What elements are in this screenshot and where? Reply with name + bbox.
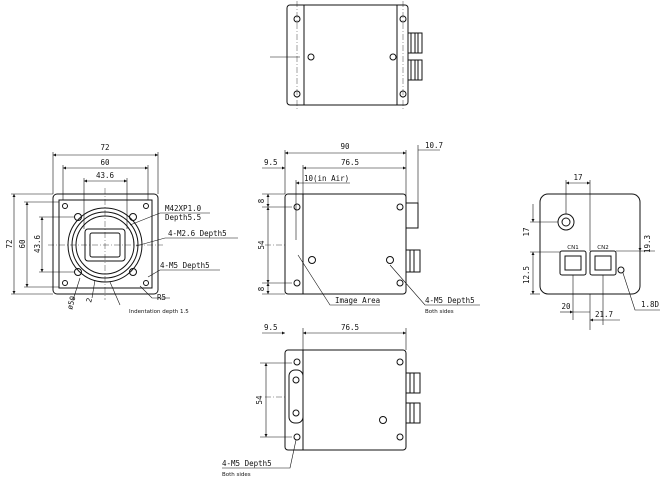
m2-6-hole bbox=[129, 213, 137, 221]
side-screw-hole bbox=[396, 203, 404, 211]
bottom-screw-hole bbox=[293, 433, 301, 441]
side-screw-hole bbox=[308, 256, 316, 264]
bottom-labels: 9.5 76.5 54 4-M5 Depth5 Both sides bbox=[222, 323, 359, 478]
dim-bottom-76-5: 76.5 bbox=[341, 323, 359, 332]
dim-two: 2 bbox=[84, 297, 94, 304]
dim-side-8-top: 8 bbox=[257, 198, 266, 203]
dim-front-width-60: 60 bbox=[100, 158, 110, 167]
label-bottom-m5: 4-M5 Depth5 bbox=[222, 459, 272, 468]
ground-pin bbox=[617, 266, 625, 274]
dim-front-width-72: 72 bbox=[100, 143, 109, 152]
side-body bbox=[284, 193, 407, 295]
dim-side-54: 54 bbox=[257, 240, 266, 250]
dim-bottom-54: 54 bbox=[255, 395, 264, 405]
label-cn1: CN1 bbox=[567, 245, 578, 251]
dim-side-90: 90 bbox=[340, 142, 350, 151]
rear-dimensions bbox=[530, 180, 660, 330]
side-connector bbox=[405, 249, 421, 273]
front-flange bbox=[58, 199, 153, 289]
side-screw-hole bbox=[396, 279, 404, 287]
dim-rear-19-3: 19.3 bbox=[643, 235, 652, 253]
dim-rear-17-side: 17 bbox=[522, 227, 531, 236]
side-screw-hole bbox=[293, 203, 301, 211]
front-body bbox=[52, 193, 159, 295]
dim-front-height-43-6: 43.6 bbox=[33, 234, 42, 253]
dim-bottom-9-5: 9.5 bbox=[264, 323, 278, 332]
dim-diameter-50: ø50 bbox=[65, 295, 77, 311]
bottom-screw-hole bbox=[293, 358, 301, 366]
label-image-area: Image Area bbox=[335, 296, 380, 305]
label-mount-depth: Depth5.5 bbox=[165, 213, 201, 222]
dim-radius-5: R5 bbox=[157, 293, 166, 302]
top-screw-hole bbox=[389, 53, 397, 61]
cn2-pins bbox=[594, 255, 612, 271]
top-body bbox=[286, 4, 409, 106]
label-mount-thread: M42XP1.0 bbox=[165, 204, 202, 213]
m2-6-hole bbox=[129, 268, 137, 276]
bottom-screw-hole bbox=[292, 409, 300, 417]
cn1-connector bbox=[559, 250, 587, 276]
label-cn2: CN2 bbox=[597, 245, 608, 251]
m5-hole bbox=[143, 280, 149, 286]
dim-rear-12-5: 12.5 bbox=[522, 266, 531, 284]
front-labels: 72 60 43.6 72 60 43.6 M42XP1.0 Depth5.5 … bbox=[5, 143, 227, 315]
bottom-dimensions bbox=[222, 328, 407, 469]
dim-side-8-bottom: 8 bbox=[257, 286, 266, 291]
dim-rear-1-8d: 1.8D bbox=[641, 300, 660, 309]
side-rear-cap bbox=[405, 202, 419, 229]
dim-side-76-5: 76.5 bbox=[341, 158, 359, 167]
dim-front-height-60: 60 bbox=[18, 239, 27, 249]
top-screw-hole bbox=[399, 90, 407, 98]
side-view bbox=[265, 193, 421, 295]
m5-hole bbox=[143, 203, 149, 209]
bottom-connector bbox=[405, 372, 421, 394]
bottom-screw-hole bbox=[396, 358, 404, 366]
top-screw-hole bbox=[293, 90, 301, 98]
m5-hole bbox=[62, 203, 68, 209]
label-sensor-distance: 10(in Air) bbox=[304, 174, 349, 183]
m5-hole bbox=[62, 280, 68, 286]
top-view bbox=[270, 1, 423, 110]
side-dimensions bbox=[262, 145, 480, 306]
label-indentation: Indentation depth 1.5 bbox=[129, 309, 189, 315]
dim-front-width-43-6: 43.6 bbox=[96, 171, 115, 180]
top-screw-hole bbox=[399, 15, 407, 23]
dim-rear-20: 20 bbox=[561, 302, 571, 311]
dim-side-10-7: 10.7 bbox=[425, 141, 443, 150]
cn1-pins bbox=[564, 255, 582, 271]
dim-rear-17-top: 17 bbox=[573, 173, 582, 182]
rear-led bbox=[557, 213, 575, 231]
cn2-connector bbox=[589, 250, 617, 276]
label-m5-holes: 4-M5 Depth5 bbox=[160, 261, 210, 270]
rear-labels: 17 17 19.3 12.5 20 21.7 1.8D CN1 CN2 bbox=[522, 173, 660, 319]
side-screw-hole bbox=[293, 279, 301, 287]
bottom-connector bbox=[405, 402, 421, 424]
label-side-m5: 4-M5 Depth5 bbox=[425, 296, 475, 305]
label-m2-6-holes: 4-M2.6 Depth5 bbox=[168, 229, 227, 238]
bottom-body bbox=[284, 349, 407, 451]
side-screw-hole bbox=[386, 256, 394, 264]
dim-front-height-72: 72 bbox=[5, 239, 14, 248]
bottom-view bbox=[265, 349, 421, 451]
bottom-screw-hole bbox=[292, 376, 300, 384]
label-side-both-sides: Both sides bbox=[425, 309, 454, 315]
dim-rear-21-7: 21.7 bbox=[595, 310, 613, 319]
bottom-screw-hole bbox=[396, 433, 404, 441]
top-screw-hole bbox=[307, 53, 315, 61]
label-bottom-both-sides: Both sides bbox=[222, 472, 251, 478]
m2-6-hole bbox=[74, 268, 82, 276]
bottom-screw-hole bbox=[379, 416, 387, 424]
top-screw-hole bbox=[293, 15, 301, 23]
dim-side-9-5: 9.5 bbox=[264, 158, 278, 167]
side-labels: 90 10.7 9.5 76.5 10(in Air) 8 54 8 Image… bbox=[257, 141, 475, 315]
front-dimensions bbox=[11, 152, 238, 306]
front-view bbox=[48, 188, 163, 300]
rear-led-inner bbox=[561, 217, 571, 227]
bottom-plate bbox=[288, 369, 304, 424]
